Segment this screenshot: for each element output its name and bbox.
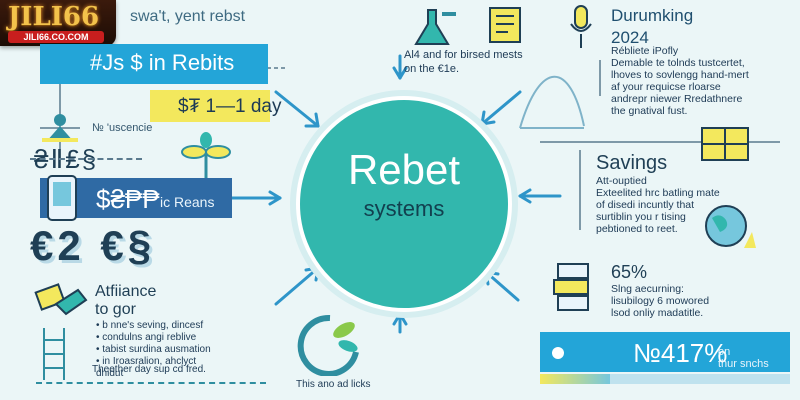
savings-body: Att-ouptied Exteelited hrc batling mate … — [596, 175, 732, 235]
globe-icon — [705, 205, 756, 248]
stat-line: lisubilogy 6 mowored — [611, 295, 710, 307]
ranking-title: Durumking 2024 — [611, 5, 693, 49]
progress-sub: on thur snchs — [718, 346, 769, 370]
alliance-title-line: Atfiiance — [95, 283, 157, 300]
ranking-line: the gnatival fust. — [611, 105, 688, 117]
leaf-cycle-icon — [297, 314, 359, 376]
alliance-line: • condulns angi reblive — [96, 332, 197, 343]
stat-body: Slng aecurning: lisubilogy 6 mowored lso… — [611, 283, 781, 319]
ranking-line: lhoves to sovlengg hand-mert — [611, 69, 749, 81]
ranking-year: 2024 — [611, 28, 649, 47]
rebits-banner — [40, 44, 268, 84]
progress-bar-bg — [540, 374, 790, 384]
ranking-line: Demable te tolnds tustcertet, — [611, 57, 745, 69]
savings-title: Savings — [596, 152, 668, 174]
ranking-body: Rébliete iPofly Demable te tolnds tustce… — [611, 45, 791, 117]
progress-track — [540, 332, 790, 372]
brand-logo-url: JILI66.CO.COM — [8, 31, 104, 43]
ladder-icon — [43, 328, 65, 380]
savings-line: Att-ouptied — [596, 175, 647, 187]
alliance-line: • b nne's seving, dincesf — [96, 320, 204, 331]
rebate-box-sub: ic Reans — [160, 194, 215, 210]
alliance-title: Atfiiance to gor — [95, 283, 156, 319]
microphone-icon — [570, 5, 592, 48]
center-title: Rebet — [347, 146, 461, 193]
day-banner-text: $₮ 1—1 day — [178, 96, 282, 117]
savings-line: Exteelited hrc batling mate — [596, 187, 720, 199]
progress-dot — [552, 347, 564, 359]
progress-sub-line: on — [718, 346, 731, 358]
savings-line: pebtioned to reet. — [596, 223, 678, 235]
savings-line: of disedi incuntly that — [596, 199, 695, 211]
alliance-line: • in Iroasralion, ahclyct dnidut — [96, 356, 197, 379]
center-circle — [296, 96, 512, 312]
uscencie-label: № 'uscencie — [92, 122, 153, 134]
people-icon — [42, 114, 78, 142]
ranking-line: Rébliete iPofly — [611, 45, 679, 57]
header-tagline: swa't, yent rebst — [130, 8, 246, 25]
document-icon — [489, 7, 521, 43]
ranking-title-text: Durumking — [611, 6, 694, 25]
currency-row: €2 €§ — [30, 222, 156, 269]
savings-line: surtiblin you r tising — [596, 211, 686, 223]
stat-value: 65% — [611, 262, 648, 282]
progress-label: №417% — [633, 338, 728, 368]
brand-logo-text: JILI66 — [8, 2, 100, 32]
calendar-icon — [701, 127, 749, 161]
stat-line: lsod onliy madatitle. — [611, 307, 704, 319]
flask-icon — [414, 9, 456, 45]
top-center-caption: Al4 and for birsed mests on the €1e. — [404, 49, 523, 75]
footer-divider — [36, 382, 266, 384]
ranking-line: andrepr niewer Rredathnere — [611, 93, 743, 105]
center-subtitle: systems — [363, 196, 445, 221]
rebate-box-value: $₴₱₱ — [96, 184, 160, 214]
plant-icon — [181, 132, 231, 182]
ranking-line: af your requicse rloarse — [611, 81, 721, 93]
phone-icon — [47, 175, 77, 221]
handshake-icon — [34, 283, 88, 316]
bottom-caption: This ano ad licks — [296, 379, 371, 390]
alliance-line: • tabist surdina ausmation — [96, 344, 211, 355]
progress-bar-fill — [540, 374, 610, 384]
rebits-banner-text: #Js $ in Rebits — [90, 50, 235, 75]
day-banner — [150, 90, 270, 122]
alliance-footer: Theether day sup cd fred. — [92, 364, 206, 375]
stacked-docs-icon — [553, 263, 589, 311]
alliance-body: • b nne's seving, dincesf • condulns ang… — [96, 320, 226, 380]
divider — [30, 158, 142, 160]
stat-line: Slng aecurning: — [611, 283, 684, 295]
alliance-title-line: to gor — [95, 301, 136, 318]
progress-sub-line: thur snchs — [718, 358, 769, 370]
